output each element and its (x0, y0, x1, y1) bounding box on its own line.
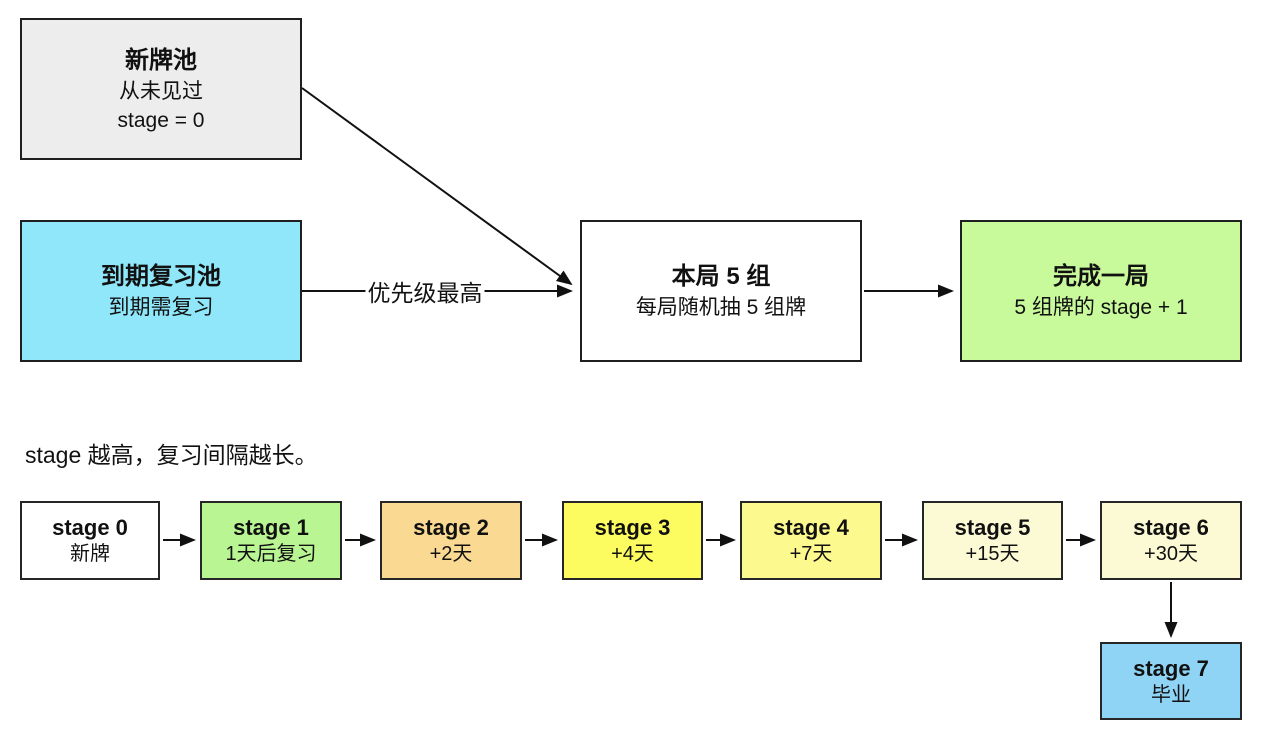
stage-6-node: stage 6 +30天 (1100, 501, 1242, 580)
stage-4-title: stage 4 (773, 515, 849, 540)
new-card-pool-title: 新牌池 (125, 46, 197, 74)
stage-3-subtitle: +4天 (611, 543, 654, 565)
stage-5-node: stage 5 +15天 (922, 501, 1063, 580)
new-card-pool-node: 新牌池 从未见过 stage = 0 (20, 18, 302, 160)
stage-2-subtitle: +2天 (429, 543, 473, 565)
finish-round-node: 完成一局 5 组牌的 stage + 1 (960, 220, 1242, 362)
current-round-node: 本局 5 组 每局随机抽 5 组牌 (580, 220, 862, 362)
stage-7-node: stage 7 毕业 (1100, 642, 1242, 720)
stage-4-subtitle: +7天 (789, 543, 833, 565)
stage-2-title: stage 2 (413, 515, 489, 540)
stage-3-node: stage 3 +4天 (562, 501, 703, 580)
stage-0-title: stage 0 (52, 515, 128, 540)
stage-0-subtitle: 新牌 (70, 543, 110, 565)
stage-caption: stage 越高，复习间隔越长。 (25, 442, 318, 468)
due-review-pool-node: 到期复习池 到期需复习 (20, 220, 302, 362)
stage-1-title: stage 1 (233, 515, 309, 540)
arrow-newpool-to-round (301, 87, 573, 286)
stage-5-subtitle: +15天 (965, 543, 1020, 565)
stage-7-title: stage 7 (1133, 655, 1209, 681)
priority-edge-label: 优先级最高 (365, 274, 485, 308)
new-card-pool-line1: 从未见过 (119, 79, 203, 103)
stage-5-title: stage 5 (954, 515, 1031, 540)
stage-2-node: stage 2 +2天 (380, 501, 522, 580)
new-card-pool-line2: stage = 0 (117, 108, 205, 132)
stage-3-title: stage 3 (594, 515, 671, 540)
stage-6-subtitle: +30天 (1144, 543, 1198, 565)
stage-4-node: stage 4 +7天 (740, 501, 882, 580)
due-review-pool-line1: 到期需复习 (108, 296, 214, 319)
current-round-line1: 每局随机抽 5 组牌 (635, 296, 807, 319)
finish-round-line1: 5 组牌的 stage + 1 (1014, 296, 1188, 319)
stage-1-node: stage 1 1天后复习 (200, 501, 342, 580)
current-round-title: 本局 5 组 (671, 263, 771, 290)
due-review-pool-title: 到期复习池 (101, 263, 221, 290)
stage-1-subtitle: 1天后复习 (225, 543, 317, 565)
stage-6-title: stage 6 (1133, 515, 1209, 540)
finish-round-title: 完成一局 (1053, 263, 1149, 290)
stage-7-subtitle: 毕业 (1151, 683, 1191, 706)
stage-0-node: stage 0 新牌 (20, 501, 160, 580)
